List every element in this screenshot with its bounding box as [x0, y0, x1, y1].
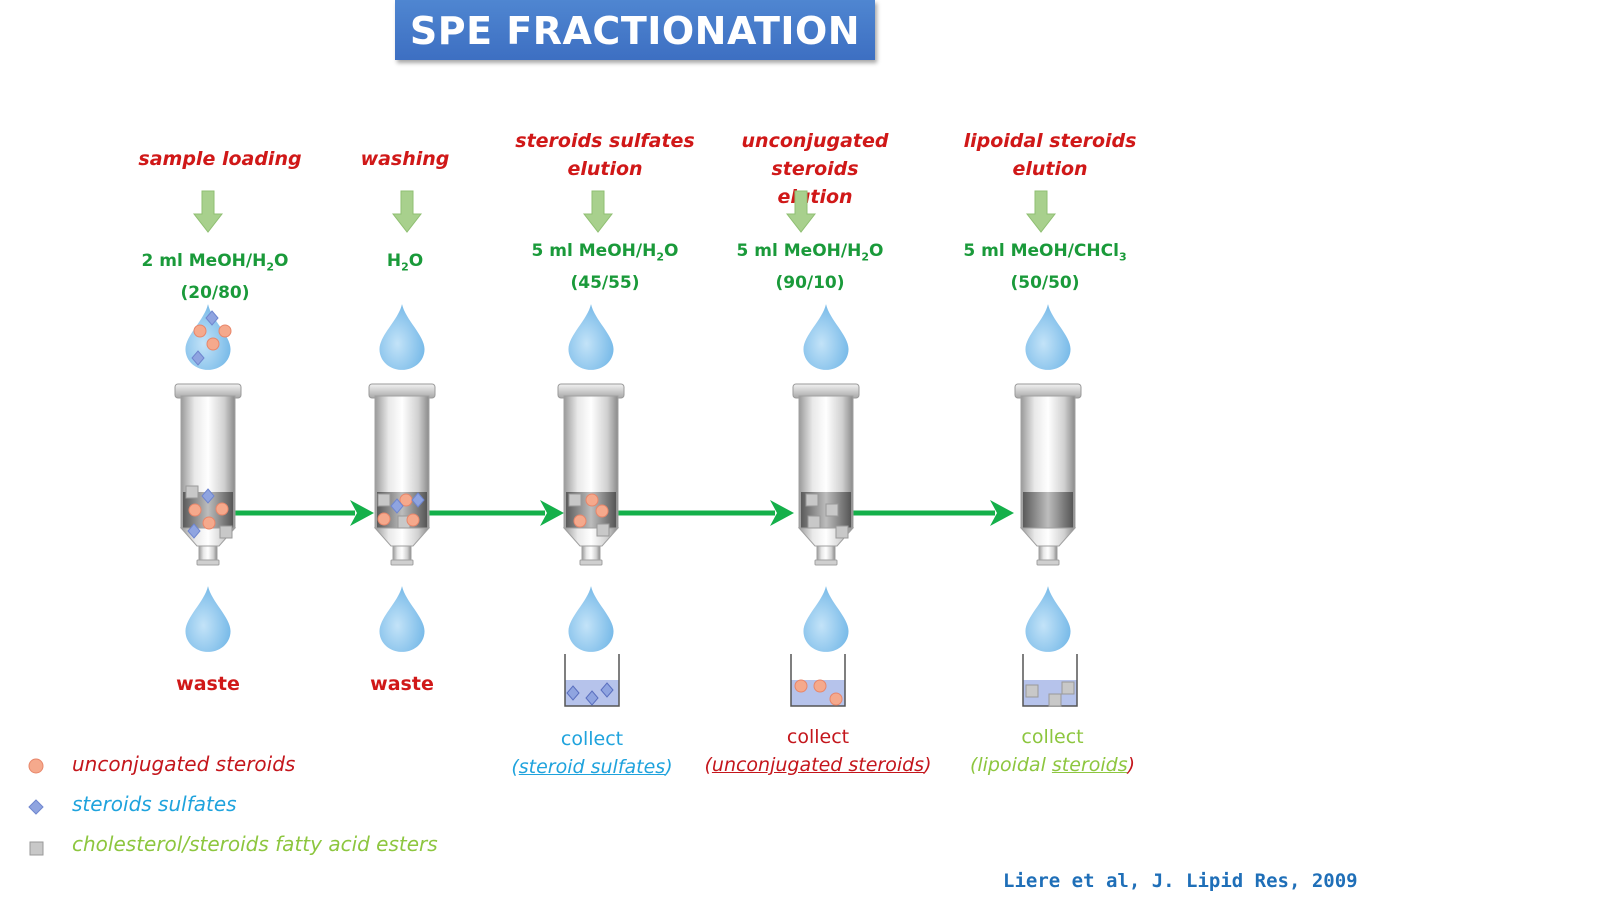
spe-cartridge-3 — [557, 383, 625, 566]
cartridge-3-particles — [568, 493, 610, 537]
eluate-drop-icon — [185, 586, 231, 652]
collect-unconjugated-steroids: collect (unconjugated steroids) — [704, 726, 932, 776]
citation: Liere et al, J. Lipid Res, 2009 — [1003, 870, 1358, 892]
legend-circle-icon — [28, 758, 44, 774]
collect-steroid-sulfates: collect (steroid sulfates) — [511, 728, 673, 778]
legend-diamond-icon — [28, 799, 44, 815]
solvent-drop-icon — [1025, 304, 1071, 370]
eluate-drop-icon — [568, 586, 614, 652]
cartridge-1-particles — [185, 485, 233, 539]
outlet-label-waste-1: waste — [176, 673, 240, 695]
cartridge-4-particles — [805, 493, 849, 539]
legend-label-esters: cholesterol/steroids fatty acid esters — [72, 832, 438, 856]
down-arrow-icon — [392, 190, 422, 233]
solvent-drop-icon — [803, 304, 849, 370]
solvent-drop-icon — [379, 304, 425, 370]
cartridge-2-particles — [377, 492, 425, 529]
outlet-label-waste-2: waste — [370, 673, 434, 695]
collect-lipoidal-steroids: collect (lipoidal steroids) — [969, 726, 1136, 776]
down-arrow-icon — [786, 190, 816, 233]
collection-vessel-steroid-sulfates — [564, 654, 620, 707]
spe-cartridge-4 — [792, 383, 860, 566]
page-title: SPE FRACTIONATION — [395, 0, 875, 60]
down-arrow-icon — [583, 190, 613, 233]
solvent-steroids-sulfates: 5 ml MeOH/H2O (45/55) — [531, 241, 679, 294]
solvent-washing: H2O — [386, 251, 424, 274]
spe-cartridge-2 — [368, 383, 436, 566]
legend-label-unconjugated: unconjugated steroids — [72, 752, 296, 776]
sample-drop-particles — [191, 310, 232, 366]
eluate-drop-icon — [379, 586, 425, 652]
solvent-drop-icon — [568, 304, 614, 370]
flow-arrows — [228, 500, 1072, 526]
collection-vessel-lipoidal-steroids — [1022, 654, 1078, 707]
down-arrow-icon — [1026, 190, 1056, 233]
spe-cartridge-5 — [1014, 383, 1082, 566]
step-label-sample-loading: sample loading — [138, 148, 302, 170]
legend-square-icon — [29, 841, 44, 856]
eluate-drop-icon — [1025, 586, 1071, 652]
solvent-sample-loading: 2 ml MeOH/H2O (20/80) — [141, 251, 289, 304]
eluate-drop-icon — [803, 586, 849, 652]
step-label-washing: washing — [360, 148, 450, 170]
collection-vessel-unconjugated-steroids — [790, 654, 846, 707]
down-arrow-icon — [193, 190, 223, 233]
solvent-unconjugated-steroids: 5 ml MeOH/H2O (90/10) — [736, 241, 884, 294]
solvent-lipoidal-steroids: 5 ml MeOH/CHCl3 (50/50) — [963, 241, 1127, 294]
legend-label-sulfates: steroids sulfates — [72, 792, 237, 816]
